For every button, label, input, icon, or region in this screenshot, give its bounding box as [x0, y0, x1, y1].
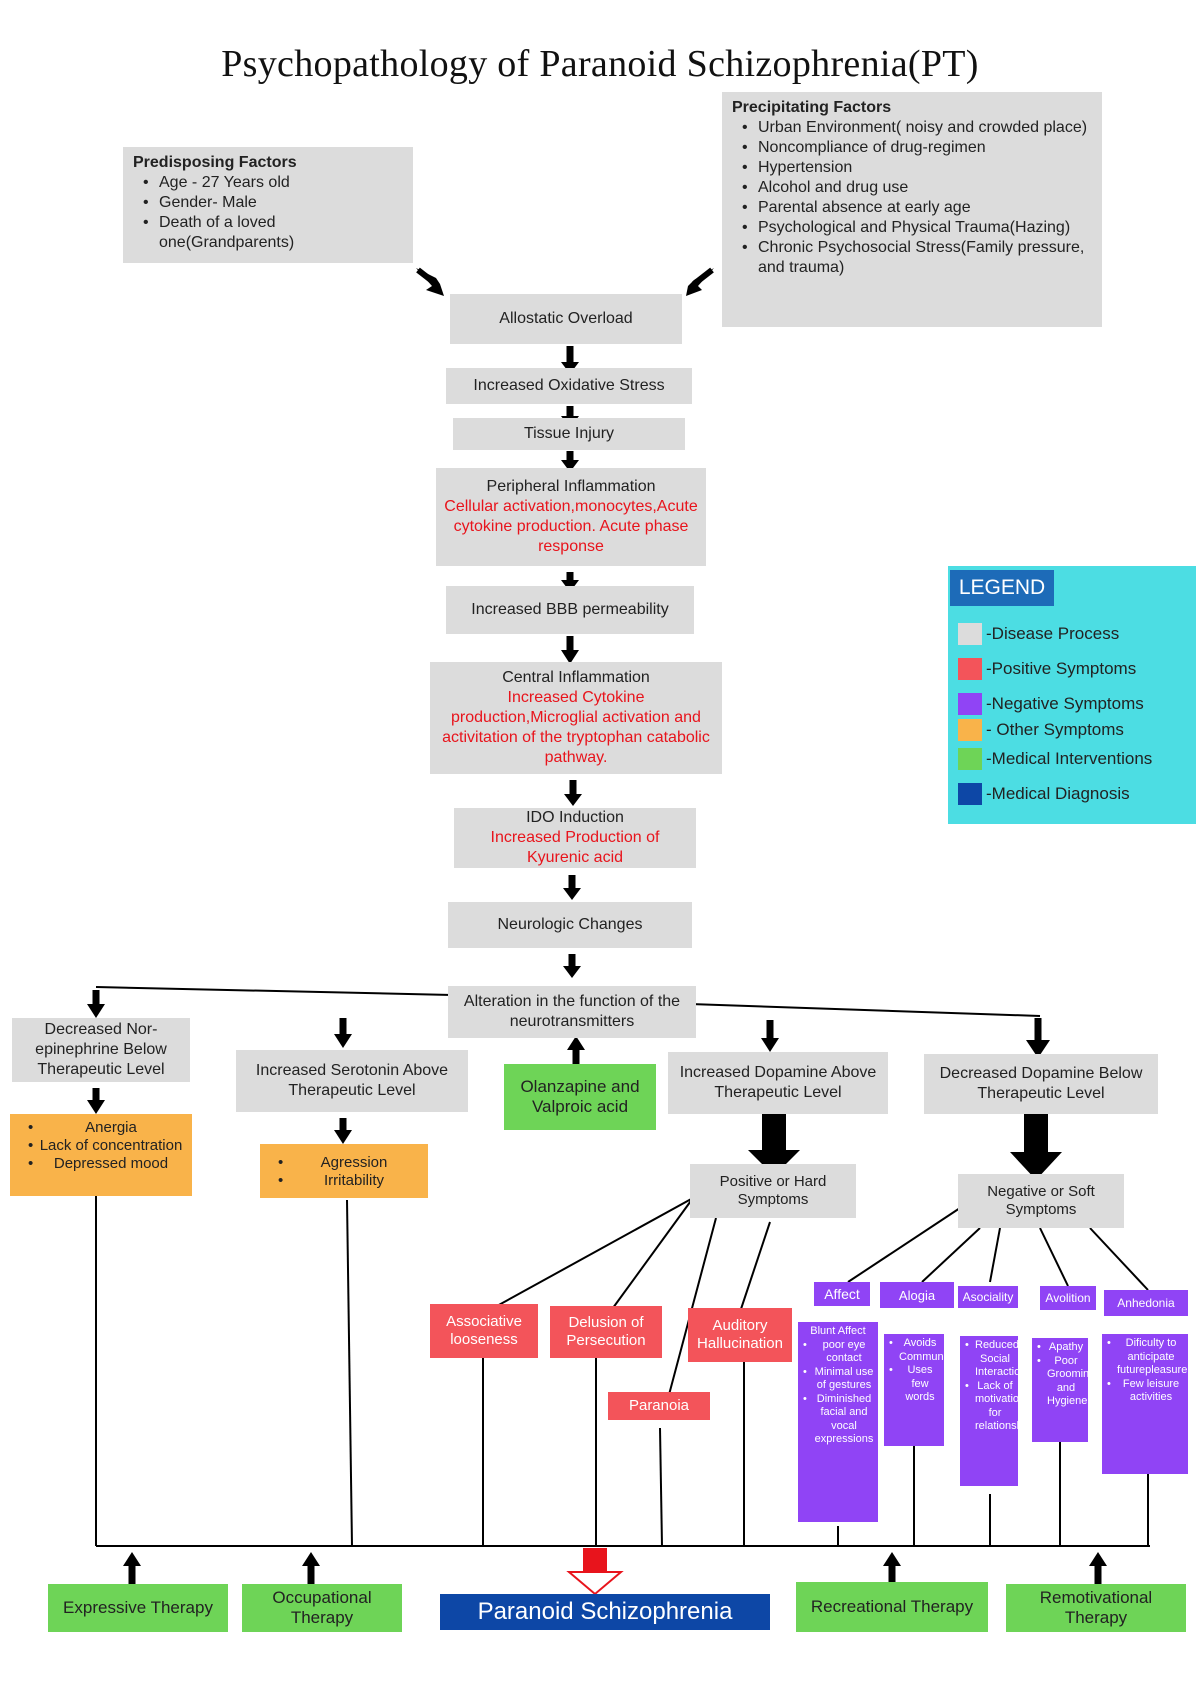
symptom-item: Lack of motivation for relationships	[965, 1380, 1037, 1434]
symptom-item: Diminished facial and vocal expressions	[803, 1393, 875, 1447]
symptom-item: Irritability	[260, 1172, 428, 1190]
occupational-therapy-box: Occupational Therapy	[242, 1584, 402, 1632]
precipitating-item: Parental absence at early age	[742, 198, 1092, 218]
legend-swatch	[958, 623, 982, 645]
legend-item: -Medical Diagnosis	[958, 782, 1130, 806]
recreational-therapy-box: Recreational Therapy	[796, 1582, 988, 1632]
precipitating-factors: Precipitating Factors Urban Environment(…	[722, 92, 1102, 327]
central-inflammation-box: Central Inflammation Increased Cytokine …	[430, 662, 722, 774]
page-title: Psychopathology of Paranoid Schizophreni…	[221, 43, 979, 85]
legend-swatch	[958, 719, 982, 741]
paranoia-box: Paranoia	[608, 1392, 710, 1420]
symptom-item: Minimal use of gestures	[803, 1366, 875, 1393]
oxidative-stress-box: Increased Oxidative Stress	[446, 368, 692, 404]
predisposing-heading: Predisposing Factors	[133, 154, 297, 171]
precipitating-item: Chronic Psychosocial Stress(Family press…	[742, 238, 1092, 278]
symptom-item: Apathy	[1037, 1341, 1085, 1355]
predisposing-item: Death of a loved one(Grandparents)	[143, 213, 403, 253]
expressive-therapy-box: Expressive Therapy	[48, 1584, 228, 1632]
legend-label: -Negative Symptoms	[986, 694, 1144, 713]
symptom-item: Reduced Social Interaction	[965, 1339, 1026, 1380]
affect-label: Affect	[814, 1282, 870, 1306]
symptom-item: Poor Grooming and Hygiene	[1037, 1355, 1095, 1409]
predisposing-item: Gender- Male	[143, 193, 403, 213]
avolition-list: Apathy Poor Grooming and Hygiene	[1032, 1338, 1095, 1442]
precipitating-item: Alcohol and drug use	[742, 178, 1092, 198]
precipitating-item: Urban Environment( noisy and crowded pla…	[742, 118, 1092, 138]
anhedonia-list: Dificulty to anticipate futurepleasure F…	[1102, 1334, 1188, 1474]
legend-item: - Other Symptoms	[958, 718, 1124, 742]
medication-box: Olanzapine and Valproic acid	[504, 1064, 656, 1130]
anhedonia-label: Anhedonia	[1104, 1290, 1188, 1316]
norepinephrine-symptoms: Anergia Lack of concentration Depressed …	[10, 1114, 192, 1196]
dopamine-decreased-box: Decreased Dopamine Below Therapeutic Lev…	[924, 1054, 1158, 1114]
legend-swatch	[958, 693, 982, 715]
ido-detail: Increased Production of Kyurenic acid	[490, 829, 660, 866]
dopamine-increased-box: Increased Dopamine Above Therapeutic Lev…	[668, 1052, 888, 1114]
peripheral-detail: Cellular activation,monocytes,Acute cyto…	[444, 498, 698, 555]
alogia-list: Avoids Communication Uses few words	[884, 1334, 975, 1446]
symptom-item: Dificulty to anticipate futurepleasure	[1107, 1337, 1187, 1378]
symptom-item: Lack of concentration	[10, 1137, 192, 1155]
legend-item: -Medical Interventions	[958, 747, 1152, 771]
symptom-item: Few leisure activities	[1107, 1378, 1185, 1405]
legend-item: -Disease Process	[958, 622, 1119, 646]
norepinephrine-box: Decreased Nor-epinephrine Below Therapeu…	[12, 1018, 190, 1082]
symptom-item: Depressed mood	[10, 1155, 192, 1173]
serotonin-box: Increased Serotonin Above Therapeutic Le…	[236, 1050, 468, 1112]
precipitating-item: Noncompliance of drug-regimen	[742, 138, 1092, 158]
precipitating-item: Psychological and Physical Trauma(Hazing…	[742, 218, 1092, 238]
central-detail: Increased Cytokine production,Microglial…	[442, 689, 710, 766]
associative-looseness-box: Associative looseness	[430, 1304, 538, 1358]
symptom-item: Avoids Communication	[889, 1337, 975, 1364]
legend-label: -Medical Interventions	[986, 749, 1153, 768]
serotonin-symptoms: Agression Irritability	[260, 1144, 428, 1198]
legend-label: -Medical Diagnosis	[986, 784, 1130, 803]
legend-label: -Disease Process	[986, 624, 1120, 643]
legend-swatch	[958, 748, 982, 770]
symptom-item: Anergia	[10, 1119, 192, 1137]
remotivational-therapy-box: Remotivational Therapy	[1006, 1584, 1186, 1632]
asociality-label: Asociality	[958, 1286, 1018, 1308]
symptom-item: poor eye contact	[803, 1339, 875, 1366]
alogia-label: Alogia	[880, 1282, 954, 1308]
tissue-injury-box: Tissue Injury	[453, 418, 685, 450]
affect-list: Blunt Affect poor eye contact Minimal us…	[798, 1322, 878, 1522]
ido-induction-box: IDO Induction Increased Production of Ky…	[454, 808, 696, 868]
symptom-item: Agression	[260, 1154, 428, 1172]
auditory-hallucination-box: Auditory Hallucination	[688, 1308, 792, 1362]
ido-title: IDO Induction	[526, 809, 624, 826]
predisposing-factors: Predisposing Factors Age - 27 Years old …	[123, 147, 413, 263]
diagnosis-box: Paranoid Schizophrenia	[440, 1594, 770, 1630]
peripheral-inflammation-box: Peripheral Inflammation Cellular activat…	[436, 468, 706, 566]
central-title: Central Inflammation	[502, 669, 650, 686]
precipitating-heading: Precipitating Factors	[732, 99, 892, 116]
neurotransmitter-alteration-box: Alteration in the function of the neurot…	[448, 986, 696, 1038]
predisposing-item: Age - 27 Years old	[143, 173, 403, 193]
legend-swatch	[958, 658, 982, 680]
positive-symptoms-box: Positive or Hard Symptoms	[690, 1164, 856, 1218]
allostatic-overload-box: Allostatic Overload	[450, 294, 682, 344]
legend-item: -Negative Symptoms	[958, 692, 1144, 716]
peripheral-title: Peripheral Inflammation	[486, 478, 656, 495]
asociality-list: Reduced Social Interaction Lack of motiv…	[960, 1336, 1037, 1486]
precipitating-item: Hypertension	[742, 158, 1092, 178]
legend-label: -Positive Symptoms	[986, 659, 1137, 678]
symptom-item: Uses few words	[889, 1364, 941, 1405]
negative-symptoms-box: Negative or Soft Symptoms	[958, 1174, 1124, 1228]
delusion-persecution-box: Delusion of Persecution	[550, 1306, 662, 1358]
legend-title: LEGEND	[950, 570, 1054, 606]
legend: LEGEND -Disease Process -Positive Sympto…	[948, 566, 1196, 824]
legend-label: - Other Symptoms	[986, 720, 1124, 739]
neurologic-changes-box: Neurologic Changes	[448, 902, 692, 948]
legend-item: -Positive Symptoms	[958, 657, 1136, 681]
legend-swatch	[958, 783, 982, 805]
affect-header: Blunt Affect	[810, 1325, 866, 1337]
avolition-label: Avolition	[1040, 1286, 1096, 1310]
bbb-permeability-box: Increased BBB permeability	[446, 586, 694, 634]
